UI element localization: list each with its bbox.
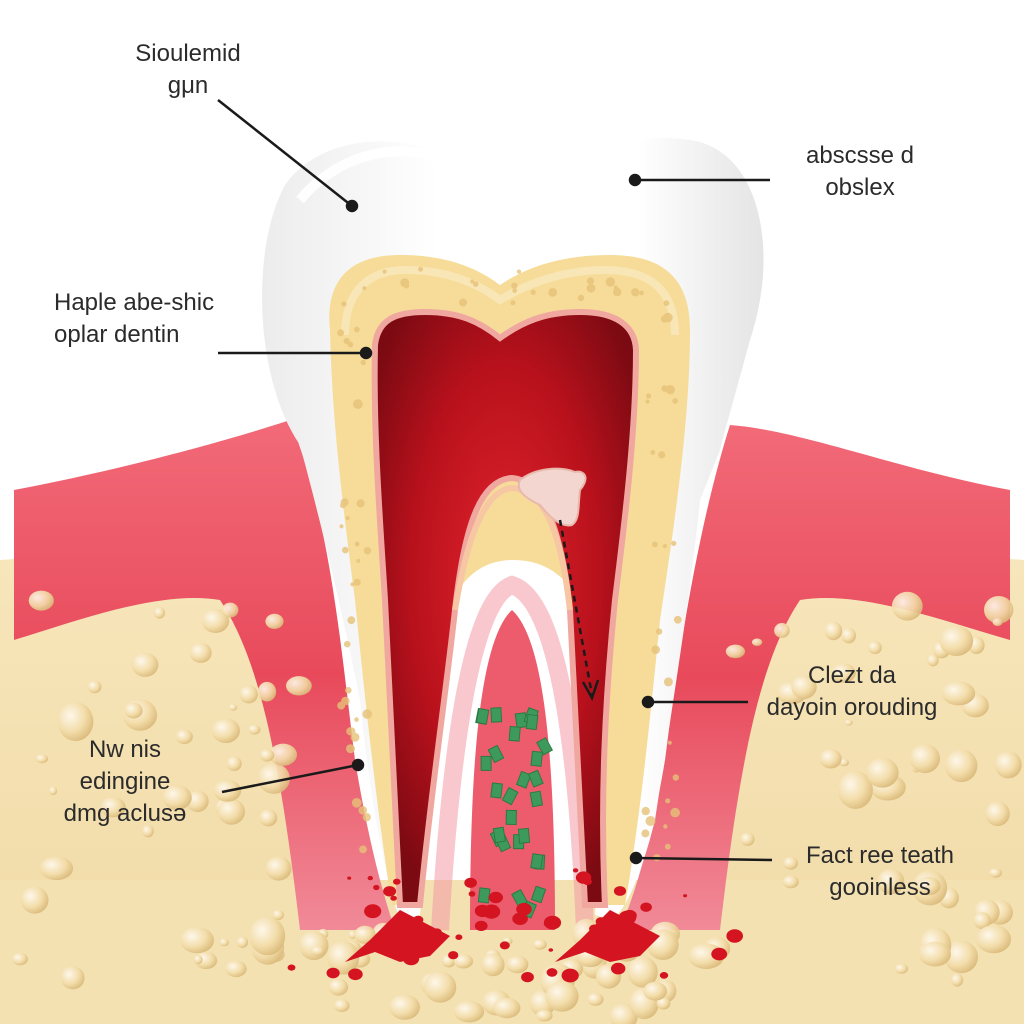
label-top-left-line1: Sioulemid: [135, 40, 241, 67]
abscess-blob: [517, 467, 587, 527]
leader-line-top-left: [217, 99, 353, 207]
leader-line-low-right: [635, 856, 773, 862]
label-mid-left-line2: oplar dentin: [54, 321, 180, 348]
label-mid-left-line1: Haple abe-shic: [54, 289, 215, 316]
leader-dot-mid-left: [359, 346, 373, 360]
label-top-left-line2: gμn: [167, 72, 209, 99]
label-mid-right: Clezt da dayoin orouding: [752, 660, 952, 724]
label-top-left: Sioulemid gμn: [118, 38, 258, 102]
label-mid-right-line1: Clezt da: [807, 662, 897, 689]
leader-dot-top-right: [628, 173, 642, 187]
label-low-right: Fact ree teath gooinless: [790, 840, 970, 904]
gum-center: [470, 610, 555, 930]
leader-line-low-left: [221, 763, 359, 794]
leader-dot-low-right: [629, 851, 643, 865]
label-low-right-line2: gooinless: [829, 874, 931, 901]
blood-splatter: [287, 868, 743, 983]
label-low-left-line1: Nw nis: [88, 736, 161, 763]
label-top-right-line2: obslex: [825, 174, 895, 201]
gum-left: [14, 420, 395, 930]
label-mid-right-line2: dayoin orouding: [766, 694, 938, 721]
leader-dot-top-left: [345, 199, 359, 213]
label-low-left: Nw nis edingine dmg aclusə: [50, 734, 200, 830]
label-mid-left: Haple abe-shic oplar dentin: [54, 287, 214, 351]
label-low-right-line1: Fact ree teath: [805, 842, 955, 869]
label-top-right-line1: abscsse d: [805, 142, 915, 169]
leader-dot-low-left: [351, 758, 365, 772]
gum-right: [620, 425, 1010, 930]
leader-dot-mid-right: [641, 695, 655, 709]
bacteria-cluster: [475, 707, 554, 919]
pulp-chamber: [371, 308, 640, 908]
label-top-right: abscsse d obslex: [790, 140, 930, 204]
dentin-tubules: [337, 266, 682, 862]
label-low-left-line2: edingine: [79, 768, 171, 795]
label-low-left-line3: dmg aclusə: [63, 800, 187, 827]
